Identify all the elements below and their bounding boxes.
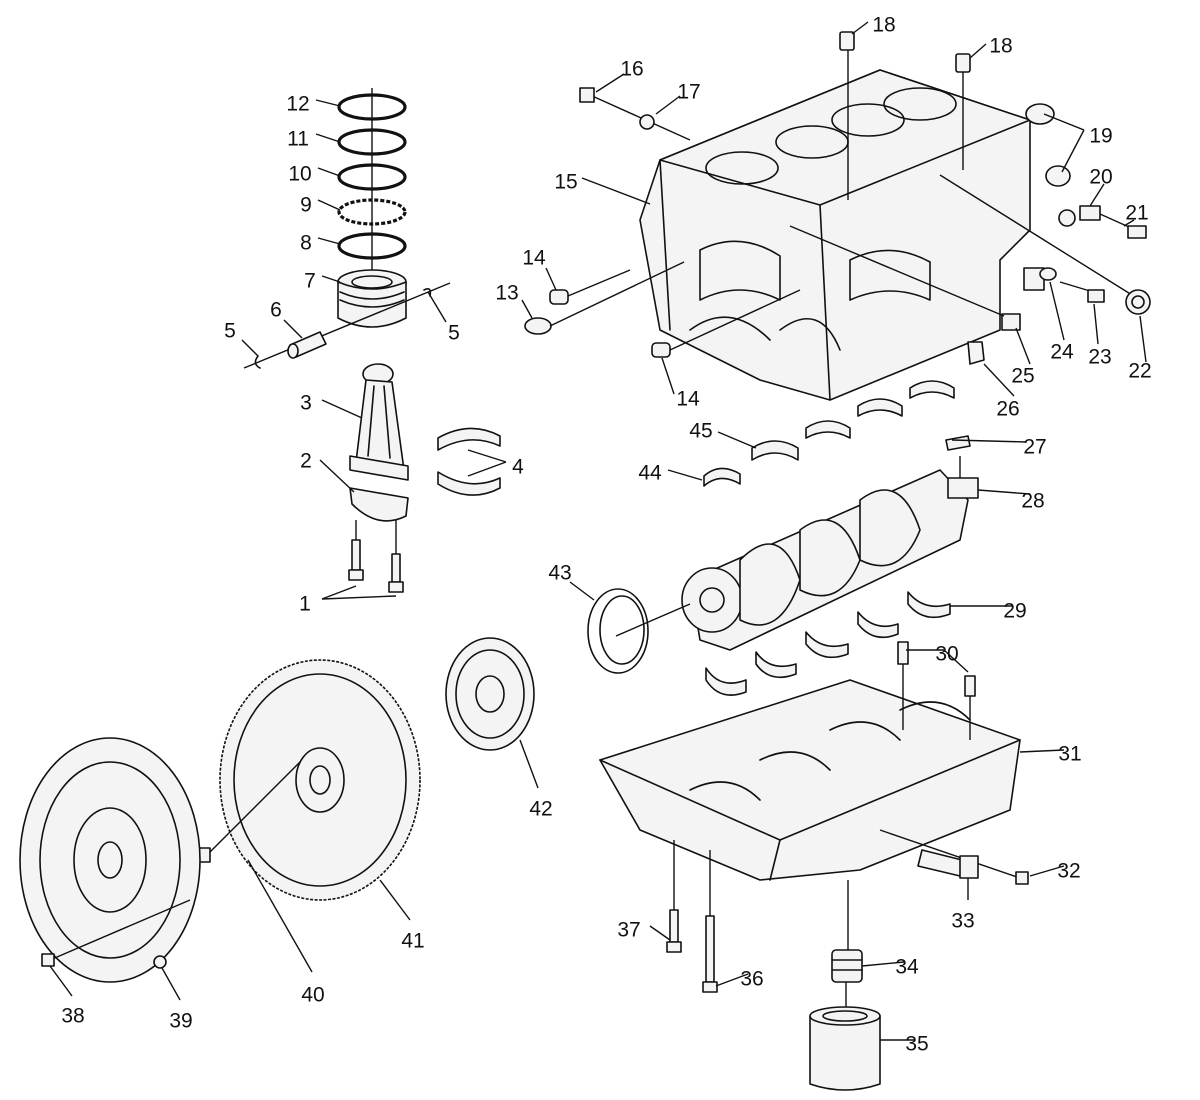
callout-32: 32 xyxy=(1057,860,1080,883)
callout-14a: 14 xyxy=(522,247,546,270)
callout-15: 15 xyxy=(554,171,577,194)
upper-main-bearings xyxy=(703,380,955,487)
callout-42: 42 xyxy=(529,798,552,821)
callout-41: 41 xyxy=(401,930,424,953)
callout-2: 2 xyxy=(300,450,312,473)
piston-pin xyxy=(243,282,451,369)
callout-10: 10 xyxy=(288,163,311,186)
callout-23: 23 xyxy=(1088,346,1111,369)
callout-19: 19 xyxy=(1089,125,1112,148)
callout-16: 16 xyxy=(620,58,643,81)
callout-44: 44 xyxy=(638,462,662,485)
pressure-plate-clutch xyxy=(19,737,201,983)
callout-35: 35 xyxy=(905,1033,928,1056)
callout-31: 31 xyxy=(1058,743,1081,766)
callout-28: 28 xyxy=(1021,490,1044,513)
lower-crankcase xyxy=(599,641,1021,881)
thrust-washer xyxy=(945,435,971,451)
callout-27: 27 xyxy=(1023,436,1046,459)
callout-9: 9 xyxy=(300,194,312,217)
callout-7: 7 xyxy=(304,270,316,293)
connecting-rod-bearings xyxy=(437,427,501,496)
callout-25: 25 xyxy=(1011,365,1034,388)
callout-17: 17 xyxy=(677,81,700,104)
callout-4: 4 xyxy=(512,456,524,479)
callout-22: 22 xyxy=(1128,360,1151,383)
callout-34: 34 xyxy=(895,956,919,979)
callout-29: 29 xyxy=(1003,600,1026,623)
lower-main-bearings xyxy=(705,591,951,696)
piston xyxy=(337,269,407,328)
callout-18b: 18 xyxy=(989,35,1012,58)
callout-30: 30 xyxy=(935,643,958,666)
callout-1: 1 xyxy=(299,593,311,616)
callout-8: 8 xyxy=(300,232,312,255)
callout-33: 33 xyxy=(951,910,974,933)
connecting-rod-bolts xyxy=(348,539,404,593)
callout-43: 43 xyxy=(548,562,571,585)
callout-14b: 14 xyxy=(676,388,700,411)
piston-rings xyxy=(337,88,407,300)
callout-5a: 5 xyxy=(224,320,236,343)
callout-38: 38 xyxy=(61,1005,84,1028)
flywheel xyxy=(193,659,421,901)
callout-12: 12 xyxy=(286,93,309,116)
callout-45: 45 xyxy=(689,420,712,443)
callout-37: 37 xyxy=(617,919,640,942)
callout-39: 39 xyxy=(169,1010,192,1033)
callout-5b: 5 xyxy=(448,322,460,345)
callout-13: 13 xyxy=(495,282,518,305)
oil-pressure-sensor-and-bolts xyxy=(666,829,1029,993)
callout-20: 20 xyxy=(1089,166,1112,189)
callout-3: 3 xyxy=(300,392,312,415)
callout-21: 21 xyxy=(1125,202,1148,225)
callout-36: 36 xyxy=(740,968,763,991)
callout-24: 24 xyxy=(1050,341,1074,364)
callout-18a: 18 xyxy=(872,14,895,37)
crankshaft xyxy=(681,456,979,651)
connecting-rod xyxy=(349,363,409,481)
callout-11: 11 xyxy=(287,128,309,151)
callout-6: 6 xyxy=(270,299,282,322)
rear-main-seal xyxy=(587,588,691,674)
callout-40: 40 xyxy=(301,984,324,1007)
block-side-plugs-and-bolts xyxy=(524,31,1151,365)
cylinder-block xyxy=(639,69,1031,401)
callout-26: 26 xyxy=(996,398,1019,421)
oil-filter-fitting-and-filter xyxy=(809,880,881,1091)
flexplate xyxy=(445,637,535,751)
callout-leaders xyxy=(49,21,1147,1041)
